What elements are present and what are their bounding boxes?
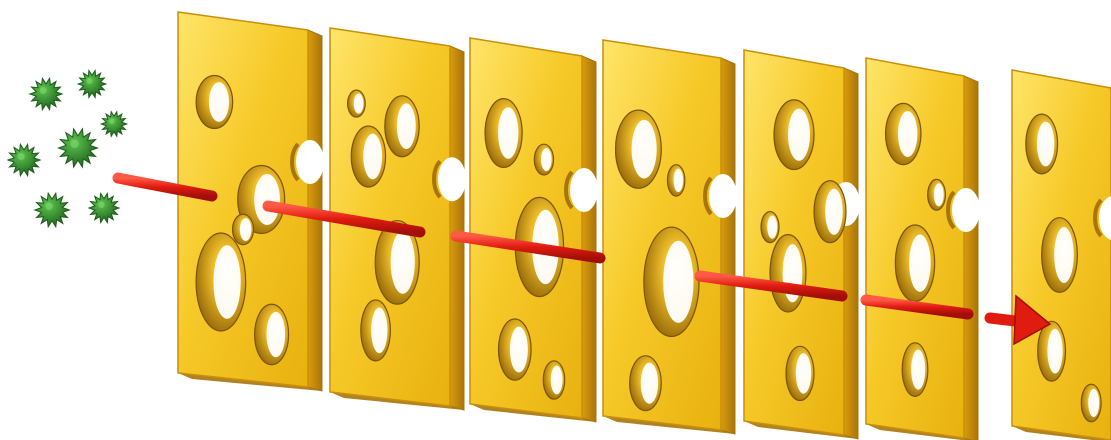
cheese-hole-through	[397, 103, 416, 149]
cheese-layer-5	[744, 50, 860, 439]
cheese-hole-through	[767, 215, 777, 238]
cheese-hole-through	[363, 134, 382, 180]
cheese-hole-through	[354, 94, 364, 114]
cheese-hole-through	[632, 120, 657, 179]
cheese-hole-through	[641, 363, 658, 404]
pathogen-6	[35, 193, 70, 227]
cheese-hole-through	[209, 82, 229, 122]
cheese-edge-notch	[709, 174, 737, 218]
cheese-layer-1	[178, 12, 324, 391]
pathogen-cluster	[8, 71, 127, 227]
pathogen-5	[8, 144, 40, 175]
pathogen-2	[78, 71, 106, 98]
cheese-hole-through	[788, 109, 810, 161]
cheese-layer-side	[844, 68, 858, 439]
cheese-hole-through	[1037, 122, 1054, 167]
cheese-hole-through	[909, 235, 931, 292]
cheese-hole-through	[674, 169, 684, 193]
cheese-edge-notch	[438, 157, 466, 201]
cheese-layer-3	[470, 38, 598, 422]
cheese-hole-through	[796, 353, 811, 394]
cheese-hole-through	[213, 245, 240, 319]
cheese-hole-through	[1054, 227, 1074, 283]
cheese-layer-side	[721, 58, 735, 434]
cheese-layer-side	[964, 76, 978, 440]
cheese-hole-through	[240, 218, 252, 241]
cheese-hole-through	[898, 111, 917, 157]
cheese-hole-through	[934, 183, 944, 206]
cheese-edge-notch	[570, 168, 598, 212]
cheese-layer-side	[582, 56, 596, 422]
cheese-hole-through	[1047, 329, 1062, 374]
pathogen-7	[89, 193, 119, 222]
cheese-layer-6	[866, 58, 980, 440]
cheese-hole-through	[911, 350, 925, 390]
pathogen-1	[30, 78, 62, 109]
cheese-hole-through	[510, 327, 528, 373]
cheese-hole-through	[551, 366, 563, 395]
cheese-edge-notch	[296, 140, 324, 184]
cheese-hole-through	[254, 174, 280, 225]
cheese-hole-through	[391, 231, 415, 294]
cheese-layer-4	[603, 40, 737, 434]
cheese-hole-through	[1088, 389, 1099, 417]
cheese-edge-notch	[952, 188, 980, 232]
cheese-hole-through	[267, 312, 286, 357]
cheese-layer-7	[1012, 70, 1111, 440]
cheese-hole-through	[541, 148, 552, 171]
cheese-hole-through	[825, 188, 843, 234]
cheese-hole-through	[498, 107, 518, 159]
cheese-hole-through	[663, 241, 693, 323]
cheese-hole-through	[371, 308, 387, 354]
cheese-layers	[178, 12, 1111, 440]
pathogen-4	[59, 129, 98, 167]
pathogen-3	[101, 112, 126, 137]
cheese-layer-side	[450, 46, 464, 410]
